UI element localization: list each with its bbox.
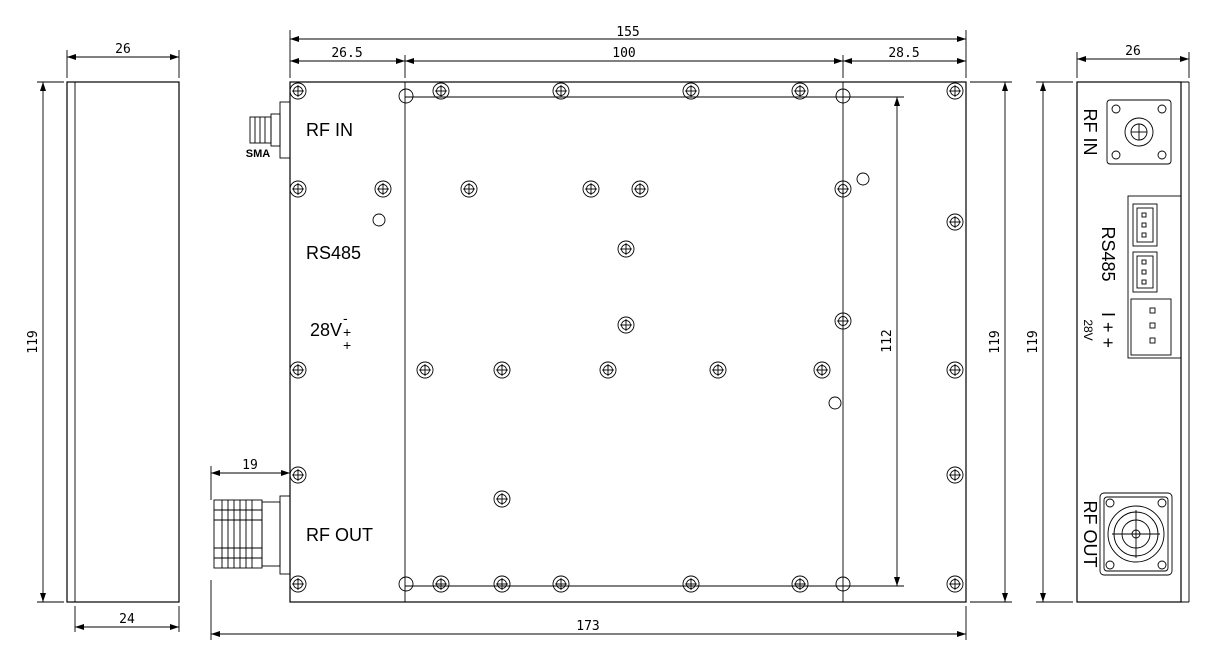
small-hole <box>828 396 842 410</box>
28v-label: 28V <box>310 320 342 340</box>
screw-icon <box>552 82 570 100</box>
dim-seg-left: 26.5 <box>331 46 362 61</box>
dim-left-bottom: 24 <box>119 612 135 627</box>
screw-icon <box>493 361 511 379</box>
screw-icon <box>432 82 450 100</box>
plain-hole <box>835 576 851 592</box>
screw-icon <box>946 361 964 379</box>
screw-icon <box>946 213 964 231</box>
n-connector <box>213 495 291 575</box>
power-terminal <box>1130 298 1172 356</box>
dim-right-height: 119 <box>1026 330 1041 353</box>
screw-icon <box>631 180 649 198</box>
screw-icon <box>682 82 700 100</box>
screw-icon <box>617 316 635 334</box>
screw-icon <box>834 312 852 330</box>
main-body <box>289 81 967 603</box>
screw-icon <box>374 180 392 198</box>
plain-hole <box>398 576 414 592</box>
screw-icon <box>289 180 307 198</box>
dim-overall-length: 173 <box>576 619 599 634</box>
dim-right-width: 26 <box>1125 44 1141 59</box>
minus-sign: - <box>343 310 348 326</box>
screw-icon <box>834 180 852 198</box>
right-end-view: 26 119 RF IN <box>1026 44 1190 603</box>
screw-icon <box>289 82 307 100</box>
screw-icon <box>582 180 600 198</box>
dim-inner-height: 112 <box>880 329 895 352</box>
dim-seg-mid: 100 <box>612 46 635 61</box>
screw-icon <box>289 361 307 379</box>
small-hole <box>372 213 386 227</box>
screw-icon <box>289 575 307 593</box>
screw-icon <box>813 361 831 379</box>
rs485-connector-2 <box>1132 251 1158 293</box>
screw-icon <box>493 575 511 593</box>
n-flange-icon <box>1099 492 1173 576</box>
screw-icon <box>946 82 964 100</box>
dim-main-height: 119 <box>988 330 1003 353</box>
screws <box>289 82 964 593</box>
screw-icon <box>460 180 478 198</box>
plus-sign-1: + <box>343 324 351 340</box>
end-rf-in-label: RF IN <box>1080 109 1100 156</box>
screw-icon <box>432 575 450 593</box>
screw-icon <box>552 575 570 593</box>
dim-left-width: 26 <box>115 42 131 57</box>
screw-icon <box>946 575 964 593</box>
screw-icon <box>709 361 727 379</box>
screw-icon <box>682 575 700 593</box>
screw-icon <box>791 82 809 100</box>
screw-icon <box>289 466 307 484</box>
dim-total-width: 155 <box>616 25 639 40</box>
end-polarity-label: I + + <box>1098 312 1118 348</box>
end-rs485-label: RS485 <box>1098 226 1118 281</box>
end-28v-label: 28V <box>1081 319 1095 340</box>
rs485-connector-1 <box>1132 203 1158 247</box>
screw-icon <box>617 240 635 258</box>
rs485-label: RS485 <box>306 243 361 263</box>
dim-connector-length: 19 <box>242 458 258 473</box>
end-rf-out-label: RF OUT <box>1080 501 1100 568</box>
rf-out-label: RF OUT <box>306 525 373 545</box>
sma-flange-icon <box>1106 99 1172 165</box>
sma-label: SMA <box>246 148 271 160</box>
dim-seg-right: 28.5 <box>888 46 919 61</box>
connector-panel <box>1127 195 1182 359</box>
dim-left-height: 119 <box>26 330 41 353</box>
left-side-view: 26 24 119 <box>26 42 180 632</box>
screw-icon <box>791 575 809 593</box>
plain-hole <box>398 88 414 104</box>
main-top-view: 155 26.5 100 28.5 112 119 173 19 <box>210 25 1012 640</box>
screw-icon <box>599 361 617 379</box>
sma-connector: SMA <box>246 101 291 160</box>
rf-in-label: RF IN <box>306 120 353 140</box>
screw-icon <box>416 361 434 379</box>
small-hole <box>856 172 870 186</box>
screw-icon <box>946 466 964 484</box>
plain-hole <box>835 88 851 104</box>
screw-icon <box>493 490 511 508</box>
plus-sign-2: + <box>343 337 351 353</box>
side-body <box>66 81 180 603</box>
